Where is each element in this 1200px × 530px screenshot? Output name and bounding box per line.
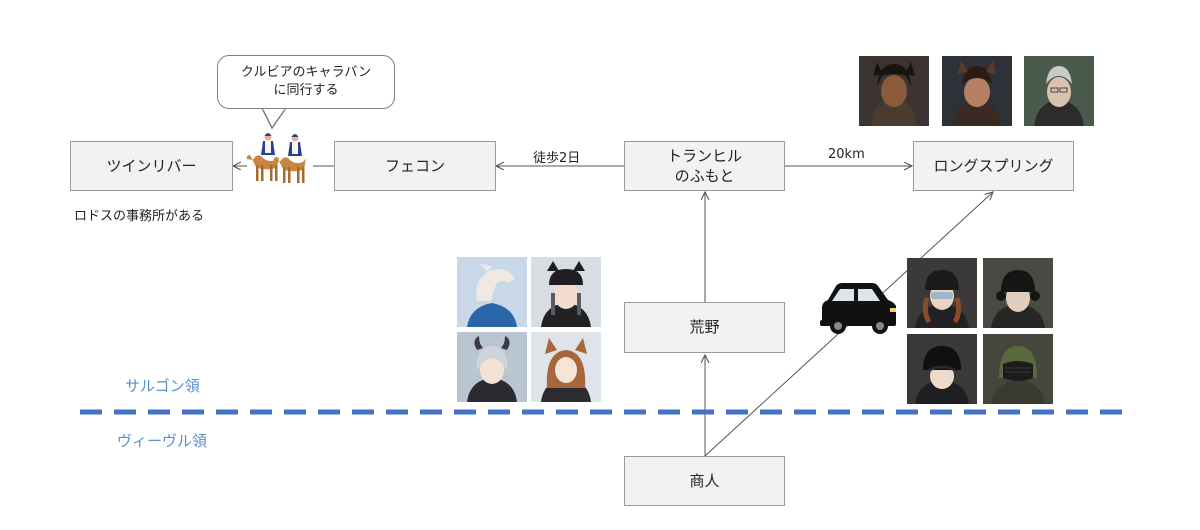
node-longspring: ロングスプリング	[913, 141, 1074, 191]
character-portrait	[859, 56, 929, 126]
node-foot-of-tranhill: トランヒル のふもと	[624, 141, 785, 191]
edge-label-distance: 20km	[828, 147, 865, 162]
character-portrait	[907, 258, 977, 328]
character-portrait	[983, 258, 1053, 328]
note-rhodes-office: ロドスの事務所がある	[74, 209, 205, 224]
camel-caravan-icon	[246, 133, 306, 183]
node-twin-river: ツインリバー	[70, 141, 233, 191]
character-portrait	[1024, 56, 1094, 126]
character-portrait	[457, 257, 527, 327]
black-car-icon	[820, 283, 896, 334]
character-portrait	[531, 257, 601, 327]
character-portrait	[907, 334, 977, 404]
edge-label-walk: 徒歩2日	[533, 151, 581, 166]
speech-bubble-tail	[261, 107, 287, 130]
node-wasteland: 荒野	[624, 302, 785, 353]
character-portrait	[942, 56, 1012, 126]
speech-bubble-caravan: クルビアのキャラバン に同行する	[217, 55, 395, 109]
node-fecon: フェコン	[334, 141, 496, 191]
region-label-sargon: サルゴン領	[125, 377, 200, 395]
node-merchant: 商人	[624, 456, 785, 506]
character-portrait	[457, 332, 527, 402]
character-portrait	[983, 334, 1053, 404]
character-portrait	[531, 332, 601, 402]
region-label-vyvl: ヴィーヴル領	[117, 432, 208, 450]
